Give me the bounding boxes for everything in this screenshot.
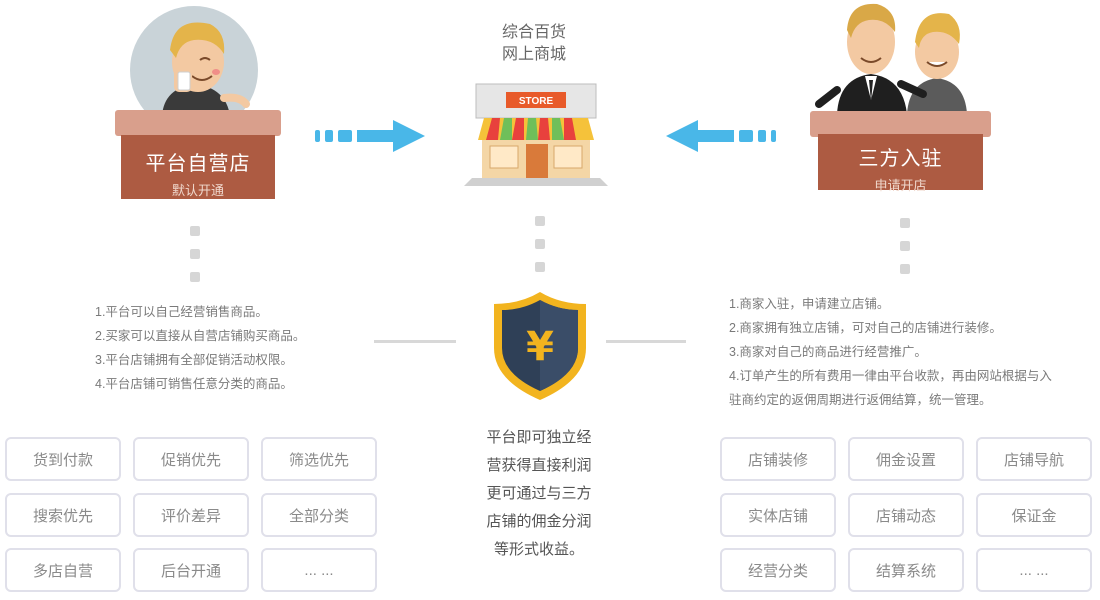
description-line: 营获得直接利润 [486, 457, 592, 474]
self-run-subtitle: 默认开通 [171, 183, 224, 198]
right-divider [606, 340, 686, 343]
store-label: 综合百货 网上商城 [470, 22, 598, 66]
description-line: 店铺的佣金分润 [486, 513, 592, 530]
feature-button-backend[interactable]: 后台开通 [133, 548, 249, 592]
list-item: 4.订单产生的所有费用一律由平台收款，再由网站根据与入 [729, 369, 1052, 383]
list-item: 2.买家可以直接从自营店铺购买商品。 [95, 329, 306, 343]
self-run-counter-top [115, 110, 281, 136]
feature-button-deposit[interactable]: 保证金 [976, 493, 1092, 537]
list-item: 4.平台店铺可销售任意分类的商品。 [95, 377, 293, 391]
third-party-feature-list: 1.商家入驻，申请建立店铺。 2.商家拥有独立店铺，可对自己的店铺进行装修。 3… [729, 292, 1052, 412]
self-run-counter: 平台自营店 默认开通 [121, 135, 275, 199]
store-sign: STORE [519, 96, 554, 107]
shield-icon: ¥ [494, 292, 586, 400]
left-arrow-icon [666, 120, 776, 152]
currency-symbol: ¥ [526, 324, 554, 370]
feature-button-multi-store[interactable]: 多店自营 [5, 548, 121, 592]
store-label-line2: 网上商城 [501, 46, 566, 63]
feature-button-more[interactable]: ... ... [261, 548, 377, 592]
right-connector-dots [900, 218, 910, 287]
third-party-counter-top [810, 111, 991, 137]
third-party-counter: 三方入驻 申请开店 [818, 134, 983, 193]
feature-button-store-nav[interactable]: 店铺导航 [976, 437, 1092, 481]
list-item: 1.平台可以自己经营销售商品。 [95, 305, 268, 319]
left-connector-dots [190, 226, 200, 295]
feature-button-physical-store[interactable]: 实体店铺 [720, 493, 836, 537]
list-item: 1.商家入驻，申请建立店铺。 [729, 297, 890, 311]
list-item: 2.商家拥有独立店铺，可对自己的店铺进行装修。 [729, 321, 1002, 335]
center-description: 平台即可独立经 营获得直接利润 更可通过与三方 店铺的佣金分润 等形式收益。 [470, 424, 608, 564]
feature-button-more-right[interactable]: ... ... [976, 548, 1092, 592]
feature-button-search[interactable]: 搜索优先 [5, 493, 121, 537]
description-line: 平台即可独立经 [486, 429, 592, 446]
self-run-feature-list: 1.平台可以自己经营销售商品。 2.买家可以直接从自营店铺购买商品。 3.平台店… [95, 300, 305, 396]
right-arrow-icon [315, 120, 425, 152]
feature-button-store-decoration[interactable]: 店铺装修 [720, 437, 836, 481]
third-party-title: 三方入驻 [858, 148, 943, 170]
store-icon: STORE [464, 83, 608, 186]
business-partners-icon [815, 3, 967, 114]
feature-button-review[interactable]: 评价差异 [133, 493, 249, 537]
store-label-line1: 综合百货 [501, 24, 566, 41]
self-run-title: 平台自营店 [145, 153, 251, 175]
feature-button-cod[interactable]: 货到付款 [5, 437, 121, 481]
feature-button-business-category[interactable]: 经营分类 [720, 548, 836, 592]
feature-button-promotion[interactable]: 促销优先 [133, 437, 249, 481]
feature-button-categories[interactable]: 全部分类 [261, 493, 377, 537]
list-item: 3.商家对自己的商品进行经营推广。 [729, 345, 927, 359]
center-connector-dots [535, 216, 545, 285]
feature-button-commission[interactable]: 佣金设置 [848, 437, 964, 481]
merchant-character-icon [162, 22, 250, 116]
feature-button-store-news[interactable]: 店铺动态 [848, 493, 964, 537]
list-item: 驻商约定的返佣周期进行返佣结算，统一管理。 [729, 393, 992, 407]
left-divider [374, 340, 456, 343]
feature-button-settlement[interactable]: 结算系统 [848, 548, 964, 592]
description-line: 等形式收益。 [493, 541, 584, 558]
feature-button-filter[interactable]: 筛选优先 [261, 437, 377, 481]
third-party-subtitle: 申请开店 [874, 178, 927, 193]
list-item: 3.平台店铺拥有全部促销活动权限。 [95, 353, 293, 367]
description-line: 更可通过与三方 [486, 485, 592, 502]
